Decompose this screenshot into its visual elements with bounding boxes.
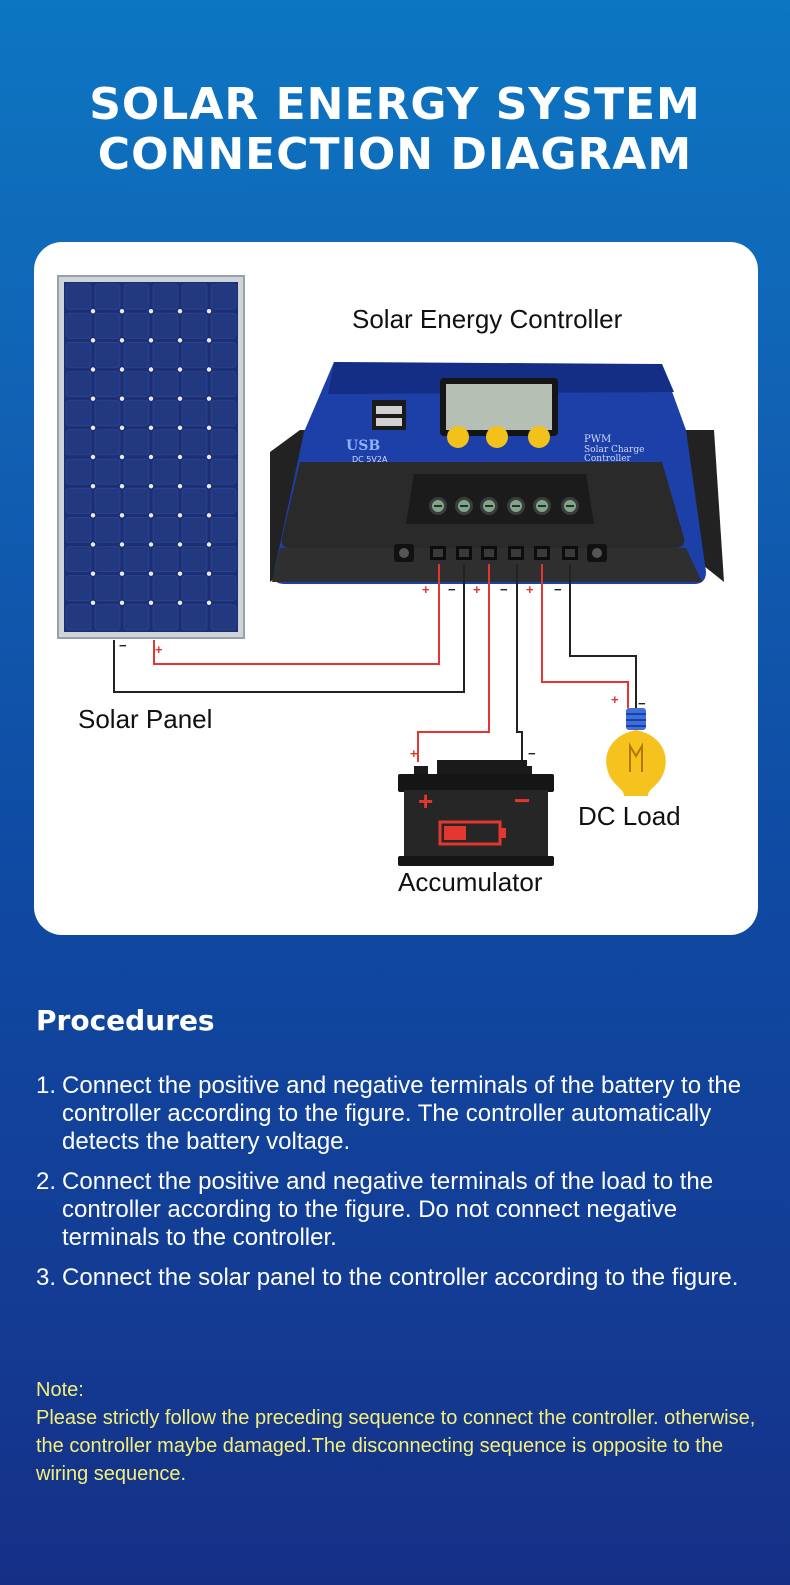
step-number: 2. — [36, 1168, 57, 1195]
step-number: 1. — [36, 1072, 57, 1099]
procedure-step: 3. Connect the solar panel to the contro… — [36, 1264, 766, 1292]
controller-button-2 — [486, 426, 508, 448]
solar-panel — [57, 275, 245, 639]
procedure-step: 2. Connect the positive and negative ter… — [36, 1168, 766, 1252]
battery-minus-sign: − — [514, 785, 530, 816]
usb-spec-text: DC 5V2A — [352, 455, 388, 464]
load-plus-mark: + — [611, 692, 619, 707]
panel-plus-mark: + — [155, 642, 163, 657]
battery-plus-mark: + — [410, 746, 418, 761]
terminal-polarity-mark: + — [473, 582, 481, 597]
title-line-2: CONNECTION DIAGRAM — [97, 129, 693, 180]
controller-label: Solar Energy Controller — [352, 304, 623, 334]
terminal-polarity-mark: − — [554, 582, 562, 597]
battery: + − — [398, 760, 554, 866]
controller-button-1 — [447, 426, 469, 448]
terminal-polarity-mark: + — [526, 582, 534, 597]
note-block: Note: Please strictly follow the precedi… — [36, 1376, 766, 1488]
solar-charge-controller: USB DC 5V2A PWM Solar Charge Controller — [270, 362, 724, 584]
controller-subtitle-1: Solar Charge — [584, 445, 644, 455]
terminal-polarity-mark: + — [422, 582, 430, 597]
panel-minus-mark: − — [119, 638, 127, 653]
dc-load-label: DC Load — [578, 801, 681, 831]
connection-diagram: USB DC 5V2A PWM Solar Charge Controller — [57, 275, 724, 866]
pwm-text: PWM — [584, 434, 611, 445]
note-text: Please strictly follow the preceding seq… — [36, 1407, 756, 1485]
step-number: 3. — [36, 1264, 57, 1291]
bulb-icon — [606, 708, 666, 796]
note-title: Note: — [36, 1379, 84, 1401]
procedures-list: 1. Connect the positive and negative ter… — [36, 1072, 766, 1304]
terminal-polarity-mark: − — [500, 582, 508, 597]
controller-subtitle-2: Controller — [584, 454, 632, 464]
page-title: SOLAR ENERGY SYSTEM CONNECTION DIAGRAM — [0, 80, 790, 180]
step-text: Connect the positive and negative termin… — [62, 1072, 742, 1155]
screw-terminals — [429, 497, 579, 515]
negative-wires — [113, 564, 637, 762]
load-minus-mark: − — [638, 696, 646, 711]
step-text: Connect the positive and negative termin… — [62, 1168, 714, 1251]
battery-minus-mark: − — [528, 746, 536, 761]
controller-button-3 — [528, 426, 550, 448]
accumulator-label: Accumulator — [398, 867, 543, 897]
panel-cell-grid — [65, 283, 237, 631]
terminal-polarity-marks: + − + − + − — [422, 582, 562, 597]
step-text: Connect the solar panel to the controlle… — [62, 1264, 739, 1291]
terminal-slots — [430, 546, 578, 560]
battery-plus-sign: + — [418, 786, 433, 816]
diagram-card: USB DC 5V2A PWM Solar Charge Controller — [34, 242, 758, 935]
terminal-polarity-mark: − — [448, 582, 456, 597]
procedures-title: Procedures — [36, 1004, 215, 1037]
usb-text: USB — [346, 438, 380, 454]
solar-panel-label: Solar Panel — [78, 704, 213, 734]
title-line-1: SOLAR ENERGY SYSTEM — [89, 79, 701, 130]
positive-wires — [153, 564, 629, 762]
procedure-step: 1. Connect the positive and negative ter… — [36, 1072, 766, 1156]
